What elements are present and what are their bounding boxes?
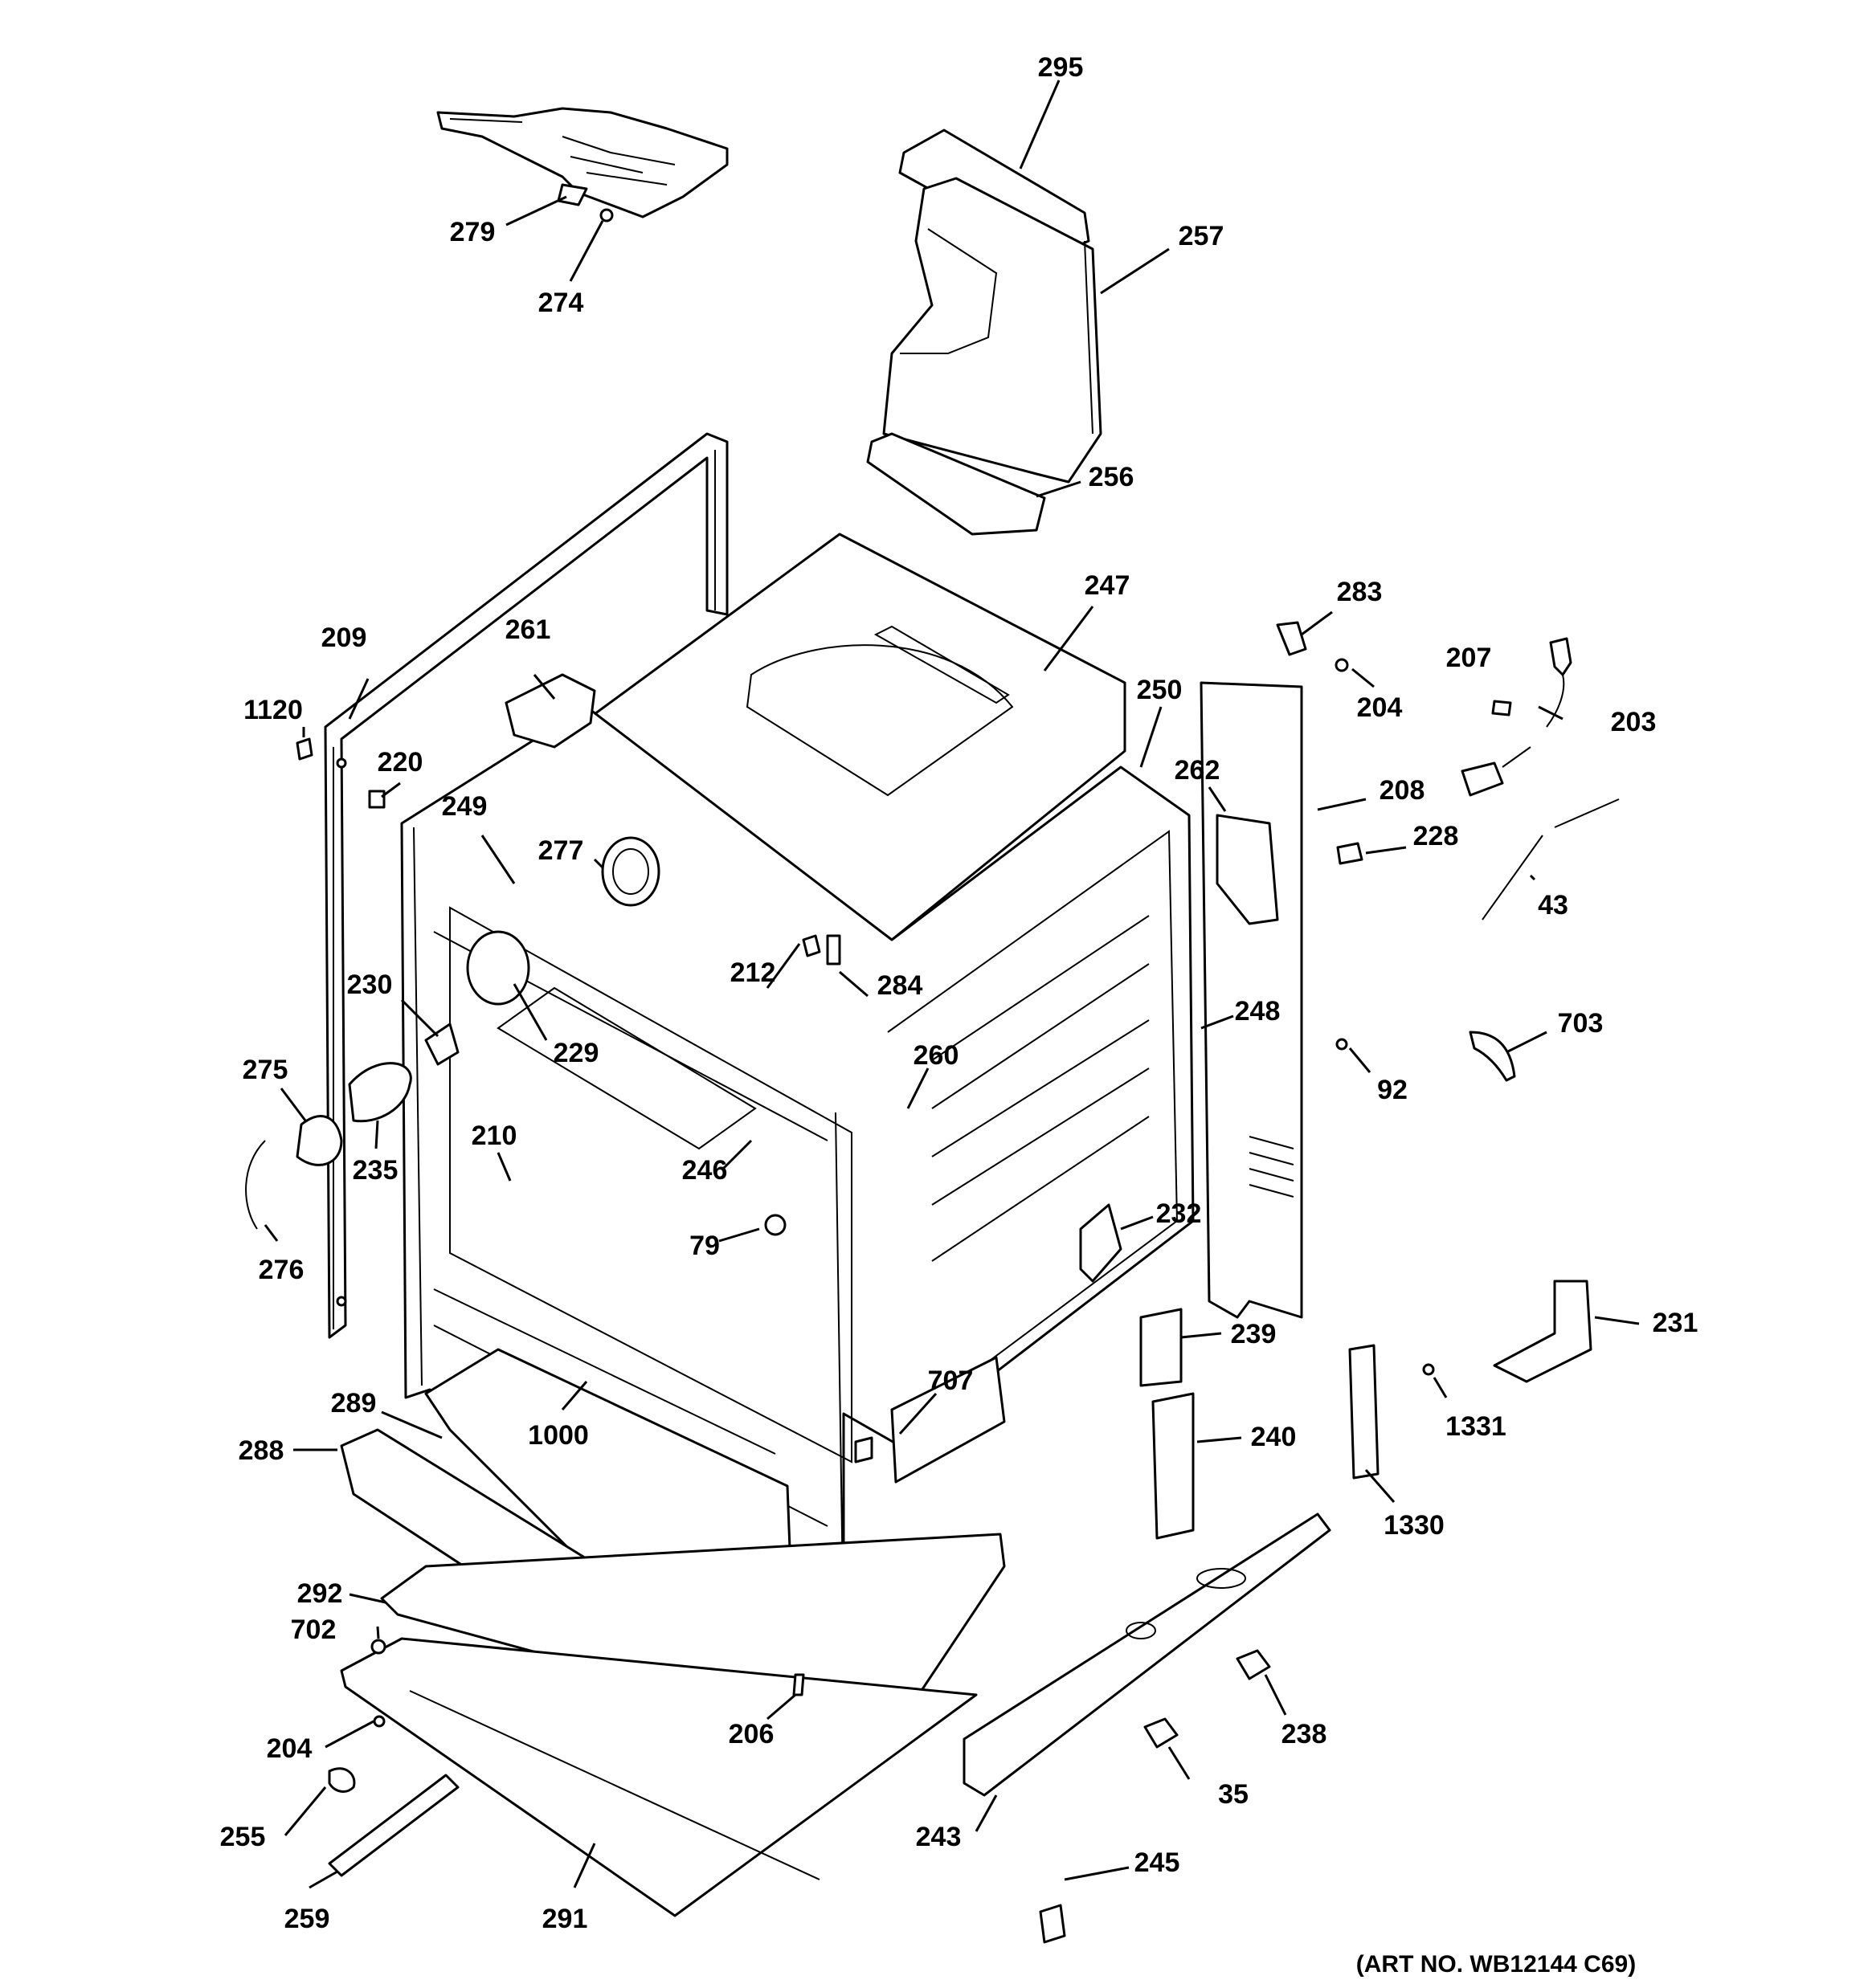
callout-203: 203 (1611, 707, 1657, 737)
small-hardware-right (1276, 621, 1620, 1082)
callout-295: 295 (1038, 52, 1084, 83)
callout-1000: 1000 (528, 1420, 589, 1451)
callout-1331: 1331 (1445, 1411, 1506, 1442)
insulation-block-262 (1216, 814, 1279, 925)
callout-288: 288 (239, 1435, 284, 1466)
bracket-1330 (1348, 1344, 1435, 1480)
callout-292: 292 (297, 1578, 343, 1609)
oven-light-assembly (245, 836, 660, 1230)
callout-35: 35 (1218, 1779, 1249, 1810)
callout-240: 240 (1251, 1422, 1297, 1452)
callout-259: 259 (284, 1904, 330, 1934)
callout-261: 261 (505, 614, 551, 645)
callout-703: 703 (1558, 1008, 1604, 1039)
floor-and-drawer-panels (328, 1533, 1006, 1917)
callout-79: 79 (689, 1231, 720, 1261)
callout-1120: 1120 (243, 695, 303, 725)
panel-239-240 (1139, 1308, 1195, 1540)
callout-212: 212 (730, 957, 776, 988)
callout-210: 210 (472, 1121, 517, 1151)
callout-231: 231 (1653, 1308, 1698, 1338)
callout-229: 229 (554, 1038, 599, 1068)
callout-284: 284 (877, 970, 923, 1001)
left-side-frame (324, 432, 729, 1339)
small-hardware-left (296, 737, 841, 1728)
art-number: (ART NO. WB12144 C69) (1356, 1951, 1636, 1978)
callout-235: 235 (353, 1155, 399, 1186)
callout-291: 291 (542, 1904, 588, 1934)
callout-207: 207 (1446, 643, 1492, 673)
callout-247: 247 (1085, 570, 1130, 601)
callout-702: 702 (291, 1614, 337, 1645)
insulation-block-261 (505, 673, 596, 749)
callout-245: 245 (1134, 1847, 1180, 1878)
callout-92: 92 (1377, 1075, 1408, 1105)
callout-248: 248 (1235, 996, 1281, 1027)
callout-246: 246 (682, 1155, 728, 1186)
callout-239: 239 (1231, 1319, 1277, 1349)
callout-275: 275 (243, 1055, 288, 1085)
callout-279: 279 (450, 217, 496, 247)
callout-206: 206 (729, 1719, 775, 1749)
callout-260: 260 (914, 1040, 959, 1071)
bracket-232 (1079, 1203, 1122, 1283)
callout-220: 220 (378, 747, 423, 778)
callout-232: 232 (1156, 1198, 1202, 1229)
callout-250: 250 (1137, 675, 1183, 705)
callout-262: 262 (1175, 755, 1220, 786)
callout-276: 276 (259, 1255, 305, 1285)
callout-243: 243 (916, 1822, 962, 1852)
callout-228: 228 (1413, 821, 1459, 851)
bracket-231 (1493, 1280, 1592, 1383)
callout-1330: 1330 (1384, 1510, 1445, 1541)
bottom-rail-243 (963, 1512, 1331, 1944)
callout-256: 256 (1089, 462, 1134, 492)
callout-289: 289 (331, 1388, 377, 1419)
callout-249: 249 (442, 791, 488, 822)
callout-230: 230 (347, 970, 393, 1000)
callout-208: 208 (1380, 775, 1425, 806)
callout-257: 257 (1179, 221, 1224, 251)
callout-labels: 295 257 256 279 274 247 283 207 203 204 … (220, 52, 1698, 1934)
door-latch-assembly (436, 107, 729, 222)
callout-204-top: 204 (1357, 692, 1403, 723)
callout-707: 707 (928, 1365, 974, 1396)
callout-238: 238 (1281, 1719, 1327, 1749)
callout-277: 277 (538, 835, 584, 866)
leader-lines (264, 80, 1640, 1889)
callout-255: 255 (220, 1822, 266, 1852)
callout-274: 274 (538, 288, 584, 318)
callout-204-bottom: 204 (267, 1733, 313, 1764)
vent-duct-assembly (866, 129, 1102, 536)
callout-209: 209 (321, 623, 367, 653)
callout-43: 43 (1538, 890, 1568, 921)
callout-283: 283 (1337, 577, 1383, 607)
